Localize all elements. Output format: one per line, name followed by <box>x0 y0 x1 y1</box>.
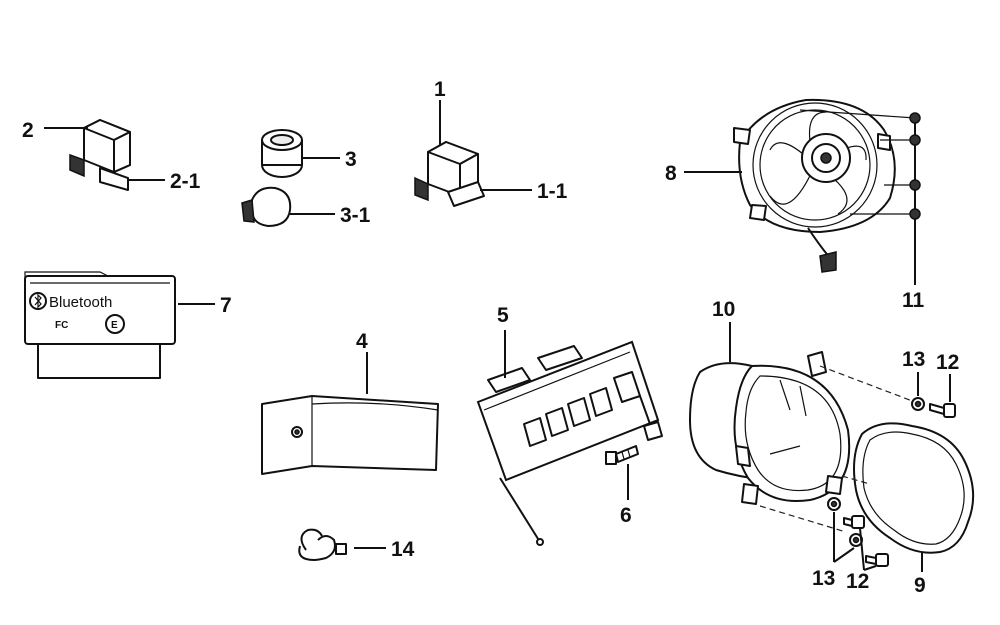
part-13-washer-lower <box>827 497 863 563</box>
fcc-mark: FC <box>55 320 68 331</box>
callout-4: 4 <box>356 330 368 353</box>
callout-12-upper: 12 <box>936 351 959 374</box>
part-5-bracket <box>476 330 663 546</box>
callout-3-1: 3-1 <box>340 204 371 227</box>
callout-12-lower: 12 <box>846 570 869 593</box>
part-12-screw-upper <box>929 374 956 418</box>
part-7-bluetooth-module: Bluetooth FC E <box>24 271 215 379</box>
callout-6: 6 <box>620 504 632 527</box>
callout-8: 8 <box>665 162 677 185</box>
part-8-cooling-fan <box>684 98 921 285</box>
part-6-bolt <box>605 445 639 500</box>
part-10-fan-shroud <box>689 322 851 505</box>
callout-14: 14 <box>391 538 415 561</box>
callout-3: 3 <box>345 148 357 171</box>
part-2-relay <box>44 119 165 191</box>
callout-7: 7 <box>220 294 232 317</box>
callout-1: 1 <box>434 78 446 101</box>
callout-5: 5 <box>497 304 509 327</box>
callout-13-upper: 13 <box>902 348 925 371</box>
part-12-screw-lower <box>843 515 889 571</box>
ce-mark-icon <box>105 314 125 334</box>
ce-mark: E <box>111 320 118 331</box>
part-14-clip <box>298 528 386 561</box>
part-1-relay <box>414 100 532 207</box>
assembly-guides <box>759 365 916 533</box>
part-3-grommet <box>261 129 340 178</box>
callout-11: 11 <box>902 289 925 312</box>
callout-1-1: 1-1 <box>537 180 568 203</box>
module-brand-label: Bluetooth <box>49 294 112 311</box>
part-3-1-cap <box>241 186 335 227</box>
callout-2-1: 2-1 <box>170 170 201 193</box>
callout-9: 9 <box>914 574 926 597</box>
part-4-cover <box>261 352 439 475</box>
callout-2: 2 <box>22 119 34 142</box>
callout-13-lower: 13 <box>812 567 835 590</box>
callout-10: 10 <box>712 298 735 321</box>
part-9-ring <box>853 422 975 572</box>
part-13-washer-upper <box>911 372 925 411</box>
